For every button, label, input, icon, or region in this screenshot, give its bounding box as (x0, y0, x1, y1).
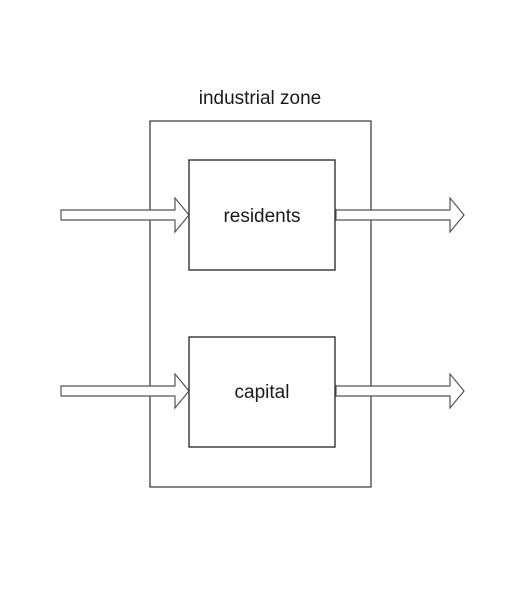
outflow-arrow-capital (335, 372, 465, 410)
zone-label: industrial zone (199, 88, 322, 109)
residents-label: residents (223, 206, 300, 227)
industrial-zone-boundary (149, 120, 372, 488)
inflow-arrow-residents (60, 196, 190, 234)
residents-box-frame (188, 159, 336, 271)
capital-box: capital (188, 336, 336, 448)
outflow-arrow-residents (335, 196, 465, 234)
capital-box-frame (188, 336, 336, 448)
inflow-arrow-capital (60, 372, 190, 410)
residents-box: residents (188, 159, 336, 271)
capital-label: capital (235, 382, 290, 403)
